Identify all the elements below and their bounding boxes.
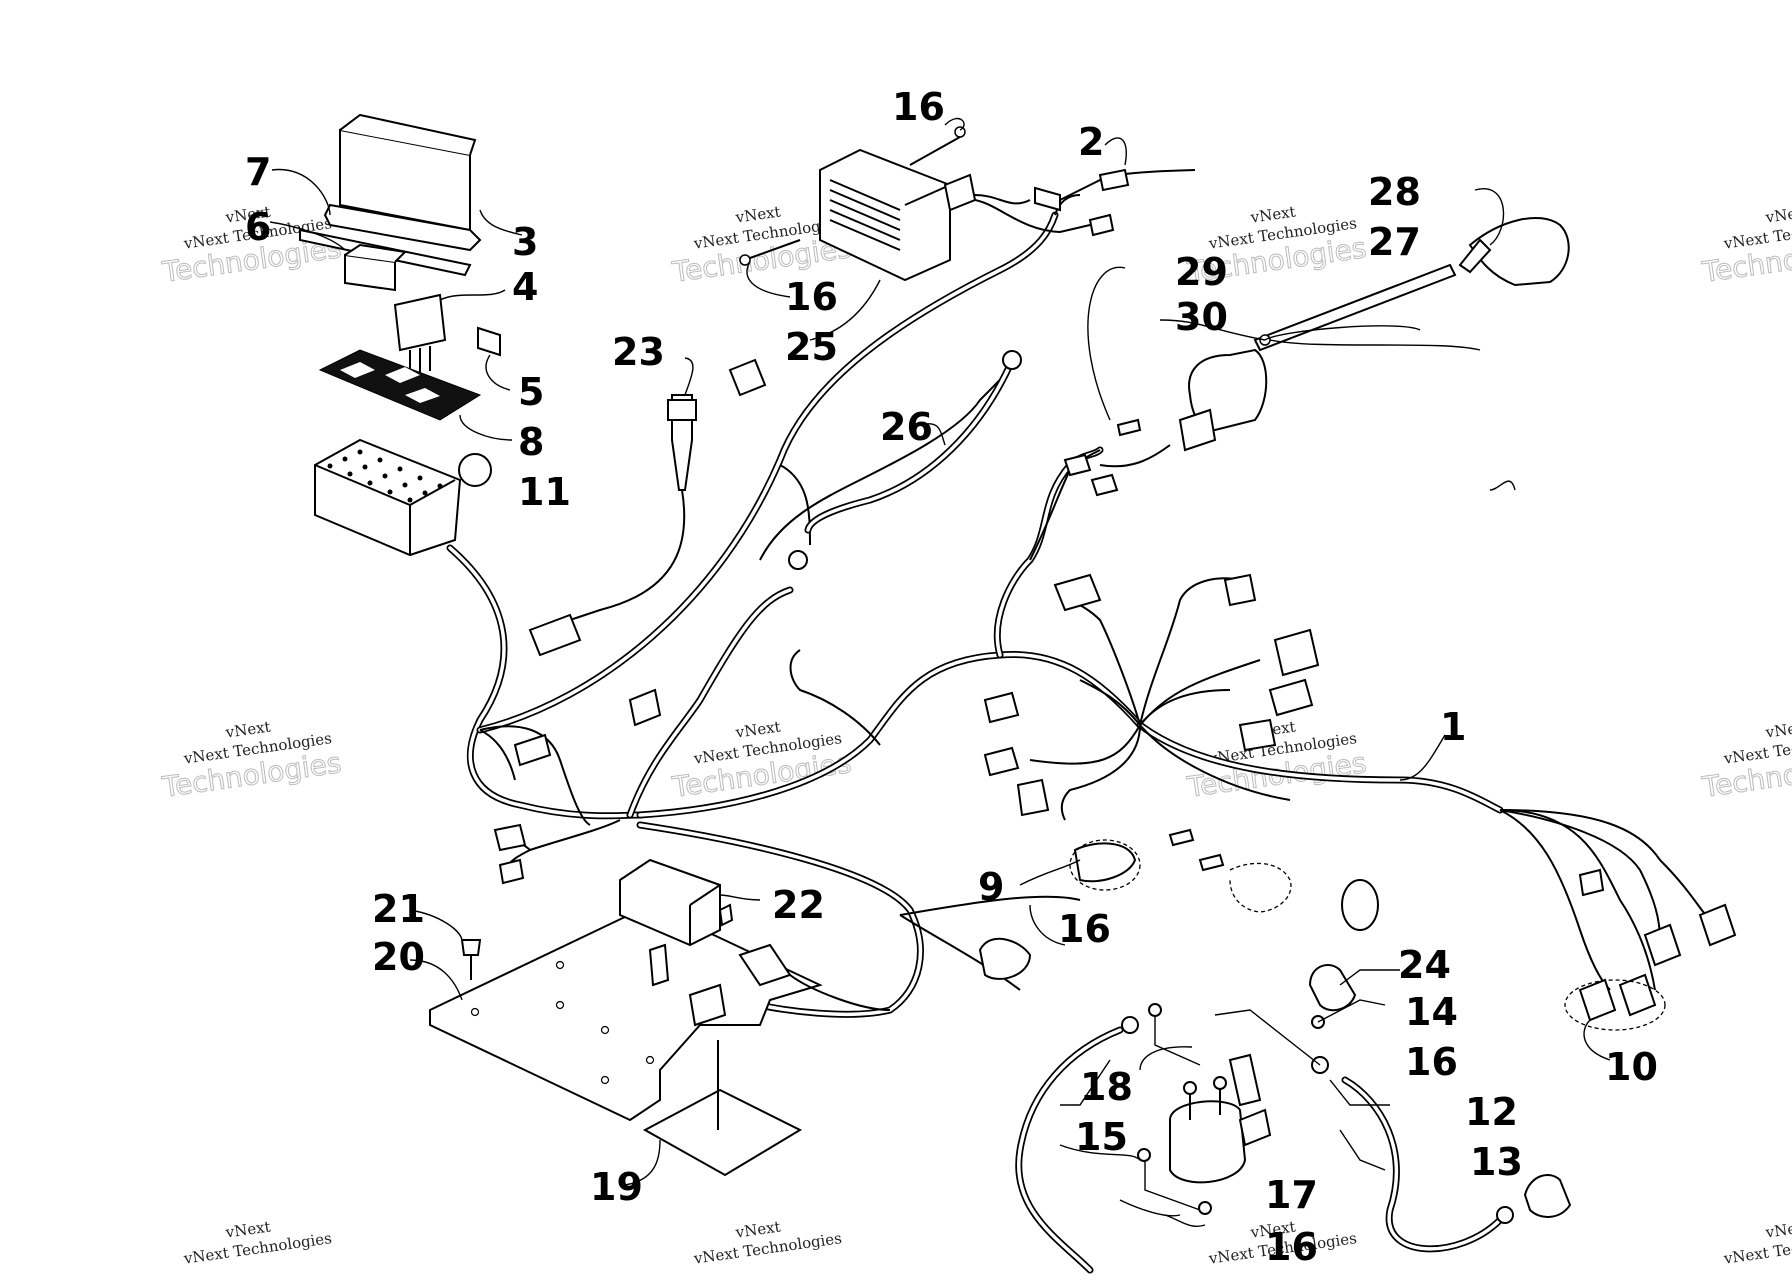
leader-lines <box>269 117 1611 1227</box>
callout-2: 2 <box>1078 120 1104 164</box>
callout-14: 14 <box>1405 990 1458 1034</box>
main-wiring-harness <box>446 194 1711 1018</box>
callout-16-battery: 16 <box>1405 1040 1458 1084</box>
callout-3: 3 <box>512 220 538 264</box>
ground-cable <box>788 350 1022 570</box>
callout-29: 29 <box>1175 250 1228 294</box>
spark-plug-wire <box>1253 217 1570 352</box>
svg-text:vNext: vNext <box>1764 1218 1792 1242</box>
callout-16-regulator: 16 <box>785 275 838 319</box>
callout-8: 8 <box>518 420 544 464</box>
callout-16-solenoid: 16 <box>1058 907 1111 951</box>
callout-4: 4 <box>512 265 538 309</box>
watermark-layer: vNext vNext Technologies Technologies vN… <box>159 203 1792 1268</box>
connector-group <box>1564 868 1737 1031</box>
ignition-coil <box>1063 334 1271 497</box>
mounting-plate <box>429 903 823 1122</box>
left-connectors <box>493 358 1032 980</box>
watermark: vNext vNext Technologies Technologies <box>1184 203 1369 290</box>
watermark: vNext vNext Technologies Technologies <box>669 203 854 290</box>
callout-25: 25 <box>785 325 838 369</box>
watermark: vNext vNext Technologies <box>1722 1218 1792 1268</box>
callout-labels: 1 2 3 4 5 6 7 8 9 10 11 12 13 14 15 16 1… <box>245 85 1658 1269</box>
callout-13: 13 <box>1470 1140 1523 1184</box>
watermark: vNext vNext Technologies <box>692 1218 843 1268</box>
fuse-label-sheet <box>318 349 482 421</box>
callout-12: 12 <box>1465 1090 1518 1134</box>
callout-17: 17 <box>1265 1173 1318 1217</box>
watermark: vNext vNext Technologies Technologies <box>1699 718 1792 805</box>
callout-18: 18 <box>1080 1065 1133 1109</box>
callout-21: 21 <box>372 887 425 931</box>
terminal-boot-2 <box>1496 1174 1572 1224</box>
cdi-connector <box>738 943 891 1011</box>
harness-connectors <box>983 573 1320 913</box>
plastic-rivet <box>460 939 482 980</box>
regulator-connector <box>974 168 1196 237</box>
cdi-module <box>619 858 734 947</box>
callout-5: 5 <box>518 370 544 414</box>
mini-relay <box>344 243 408 292</box>
callout-7: 7 <box>245 150 271 194</box>
battery-cable-negative <box>1015 1016 1139 1274</box>
terminal-boot <box>1308 964 1357 1012</box>
callout-24: 24 <box>1398 943 1451 987</box>
fuse <box>477 326 501 357</box>
watermark: vNext vNext Technologies Technologies <box>159 718 344 805</box>
svg-text:vNext: vNext <box>1764 203 1792 227</box>
callout-1: 1 <box>1440 705 1466 749</box>
callout-16-bottom: 16 <box>1265 1225 1318 1269</box>
callout-27: 27 <box>1368 220 1421 264</box>
callout-20: 20 <box>372 935 425 979</box>
decal <box>642 1040 803 1177</box>
speed-sensor <box>528 394 697 657</box>
callout-10: 10 <box>1605 1045 1658 1089</box>
watermark: vNext vNext Technologies <box>182 1218 333 1268</box>
starter-solenoid <box>1137 1003 1325 1215</box>
callout-23: 23 <box>612 330 665 374</box>
callout-22: 22 <box>772 883 825 927</box>
svg-text:vNext: vNext <box>1764 718 1792 742</box>
watermark: vNext vNext Technologies Technologies <box>669 718 854 805</box>
callout-19: 19 <box>590 1165 643 1209</box>
callout-11: 11 <box>518 470 571 514</box>
callout-26: 26 <box>880 405 933 449</box>
callout-30: 30 <box>1175 295 1228 339</box>
callout-9: 9 <box>978 865 1004 909</box>
hose-clamp <box>1341 879 1379 931</box>
relay <box>393 293 447 375</box>
callout-6: 6 <box>245 205 271 249</box>
callout-28: 28 <box>1368 170 1421 214</box>
retaining-clip <box>458 453 492 487</box>
watermark: vNext vNext Technologies Technologies <box>1699 203 1792 290</box>
fuse-block <box>314 438 462 557</box>
voltage-regulator <box>739 126 977 282</box>
callout-15: 15 <box>1075 1115 1128 1159</box>
callout-16-top: 16 <box>892 85 945 129</box>
